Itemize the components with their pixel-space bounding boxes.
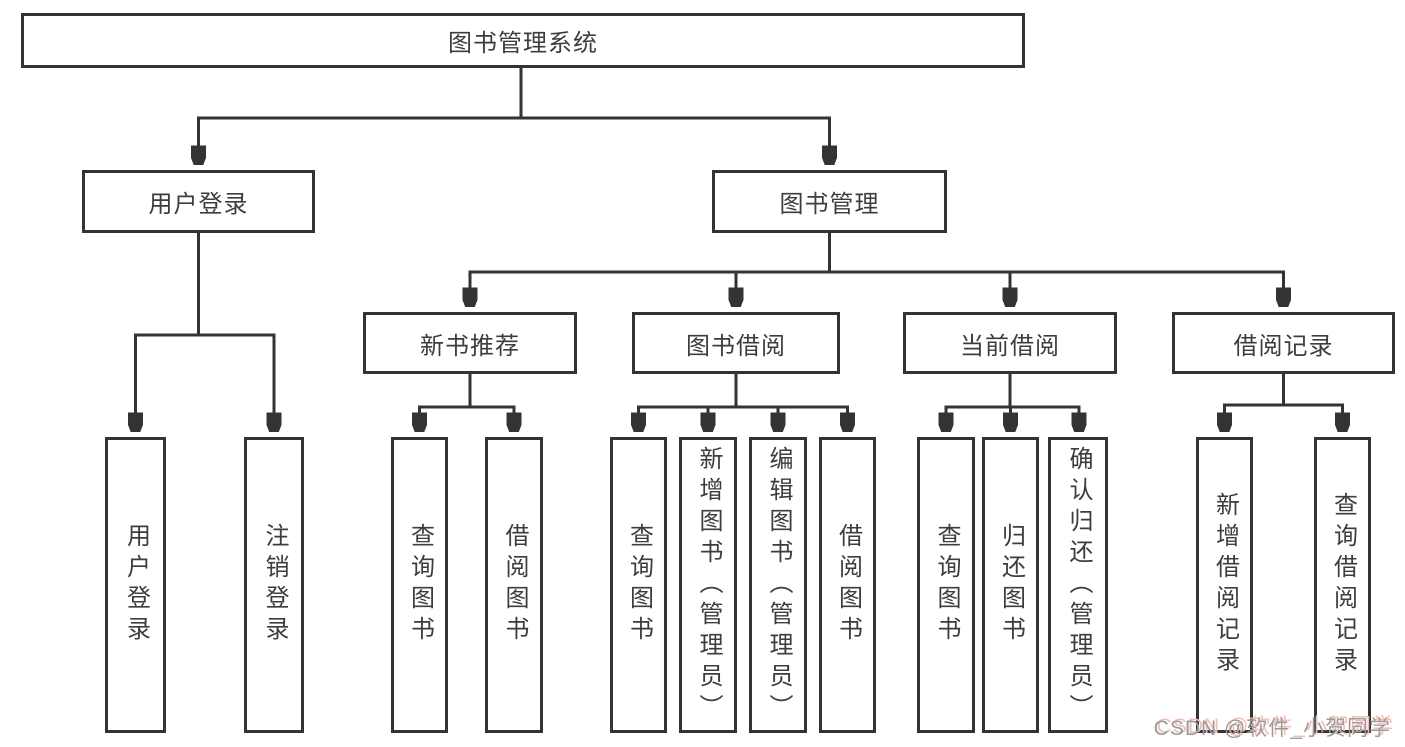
leaf-add-borrow-record-label: 新增借阅记录 [1211,492,1239,678]
node-current-borrow-label: 当前借阅 [960,332,1060,360]
node-root: 图书管理系统 [21,13,1025,68]
leaf-borrow-books-label: 借阅图书 [834,523,862,647]
leaf-query-books-borrow-label: 查询图书 [625,523,653,647]
leaf-query-books-borrow: 查询图书 [610,437,667,733]
leaf-add-borrow-record: 新增借阅记录 [1196,437,1253,733]
leaf-query-books-current-label: 查询图书 [933,523,960,647]
node-book-management: 图书管理 [712,170,947,233]
leaf-query-books-current: 查询图书 [917,437,975,733]
leaf-return-book-label: 归还图书 [997,523,1025,647]
leaf-query-books-recommend-label: 查询图书 [406,523,434,647]
node-new-book-recommend-label: 新书推荐 [420,332,520,360]
node-book-management-label: 图书管理 [779,191,880,218]
leaf-query-borrow-record: 查询借阅记录 [1314,437,1371,733]
leaf-query-borrow-record-label: 查询借阅记录 [1329,492,1357,678]
leaf-borrow-books: 借阅图书 [819,437,876,733]
leaf-borrow-books-recommend: 借阅图书 [485,437,543,733]
leaf-confirm-return-admin: 确认归还（管理员） [1048,437,1108,733]
leaf-logout-label: 注销登录 [261,523,288,647]
leaf-add-book-admin: 新增图书（管理员） [679,437,737,733]
node-current-borrow: 当前借阅 [903,312,1117,374]
node-new-book-recommend: 新书推荐 [363,312,577,374]
node-book-borrow: 图书借阅 [632,312,840,374]
leaf-borrow-books-recommend-label: 借阅图书 [501,523,528,647]
leaf-user-login: 用户登录 [105,437,166,733]
node-user-login: 用户登录 [82,170,315,233]
node-borrow-records: 借阅记录 [1172,312,1395,374]
leaf-edit-book-admin: 编辑图书（管理员） [749,437,807,733]
leaf-logout: 注销登录 [244,437,304,733]
leaf-add-book-admin-label: 新增图书（管理员） [695,445,722,725]
leaf-user-login-label: 用户登录 [122,523,150,647]
node-book-borrow-label: 图书借阅 [686,332,786,360]
leaf-return-book: 归还图书 [982,437,1039,733]
leaf-confirm-return-admin-label: 确认归还（管理员） [1065,445,1092,725]
node-user-login-label: 用户登录 [148,191,249,218]
node-borrow-records-label: 借阅记录 [1233,332,1334,360]
leaf-query-books-recommend: 查询图书 [391,437,448,733]
node-root-label: 图书管理系统 [448,30,598,57]
watermark: CSDN @软件_小贺同学 [1153,717,1391,740]
leaf-edit-book-admin-label: 编辑图书（管理员） [765,445,792,725]
